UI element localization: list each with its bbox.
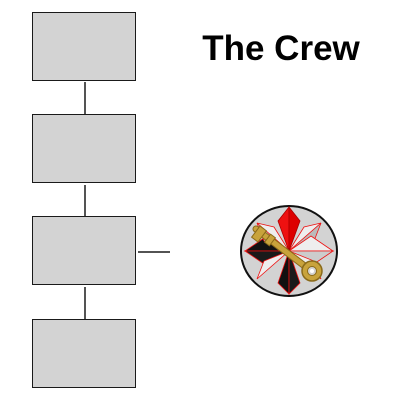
stack-slot-1[interactable] [32, 12, 136, 81]
game-title: The Crew [202, 29, 360, 68]
stack-slot-4[interactable] [32, 319, 136, 388]
compass-star-icon [240, 205, 338, 297]
stack-slot-3[interactable] [32, 216, 136, 285]
golden-key-icon [250, 225, 323, 282]
key-compass-icon[interactable] [240, 203, 340, 297]
stack-slot-2[interactable] [32, 114, 136, 183]
